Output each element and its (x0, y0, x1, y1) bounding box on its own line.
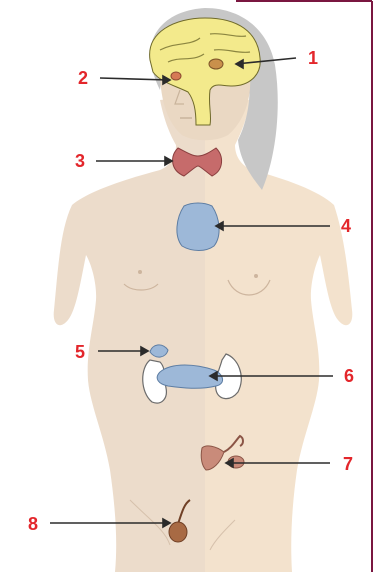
label-8: 8 (28, 514, 38, 534)
label-7: 7 (343, 454, 353, 474)
adrenal-gland (150, 345, 168, 357)
thymus-gland (177, 203, 219, 251)
label-6: 6 (344, 366, 354, 386)
testis (169, 522, 187, 542)
pituitary-gland (171, 72, 181, 80)
label-1: 1 (308, 48, 318, 68)
label-4: 4 (341, 216, 351, 236)
label-5: 5 (75, 342, 85, 362)
pineal-gland (209, 59, 223, 69)
label-3: 3 (75, 151, 85, 171)
male-nipple (138, 270, 142, 274)
label-2: 2 (78, 68, 88, 88)
female-nipple (254, 274, 258, 278)
female-body-half (205, 95, 352, 572)
